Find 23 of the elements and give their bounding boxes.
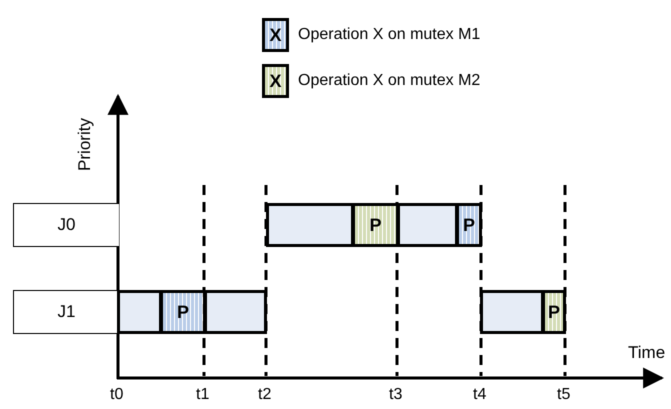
- locked-segment: P: [456, 203, 482, 247]
- locked-segment: P: [352, 203, 399, 247]
- tick-label: t3: [389, 387, 402, 403]
- execution-bar: [117, 290, 162, 334]
- locked-segment: P: [160, 290, 206, 334]
- tick-label: t5: [557, 387, 570, 403]
- execution-bar: [266, 203, 354, 247]
- tick-label: t0: [110, 387, 124, 403]
- locked-segment: P: [542, 290, 566, 334]
- swatch-letter: X: [269, 24, 282, 46]
- swatch-letter: X: [269, 70, 282, 92]
- job-label-box: J0: [13, 203, 119, 247]
- axis-label: Time: [628, 344, 666, 361]
- tick-label: t1: [196, 387, 210, 403]
- tick-label: t2: [258, 387, 272, 403]
- legend-text: Operation X on mutex M2: [298, 73, 480, 89]
- execution-bar: [204, 290, 267, 334]
- job-label-box: J1: [13, 290, 119, 334]
- axis-label: Priority: [76, 118, 93, 171]
- execution-bar: [480, 290, 544, 334]
- tick-label: t4: [473, 387, 486, 403]
- execution-bar: [397, 203, 458, 247]
- legend-text: Operation X on mutex M1: [298, 27, 480, 43]
